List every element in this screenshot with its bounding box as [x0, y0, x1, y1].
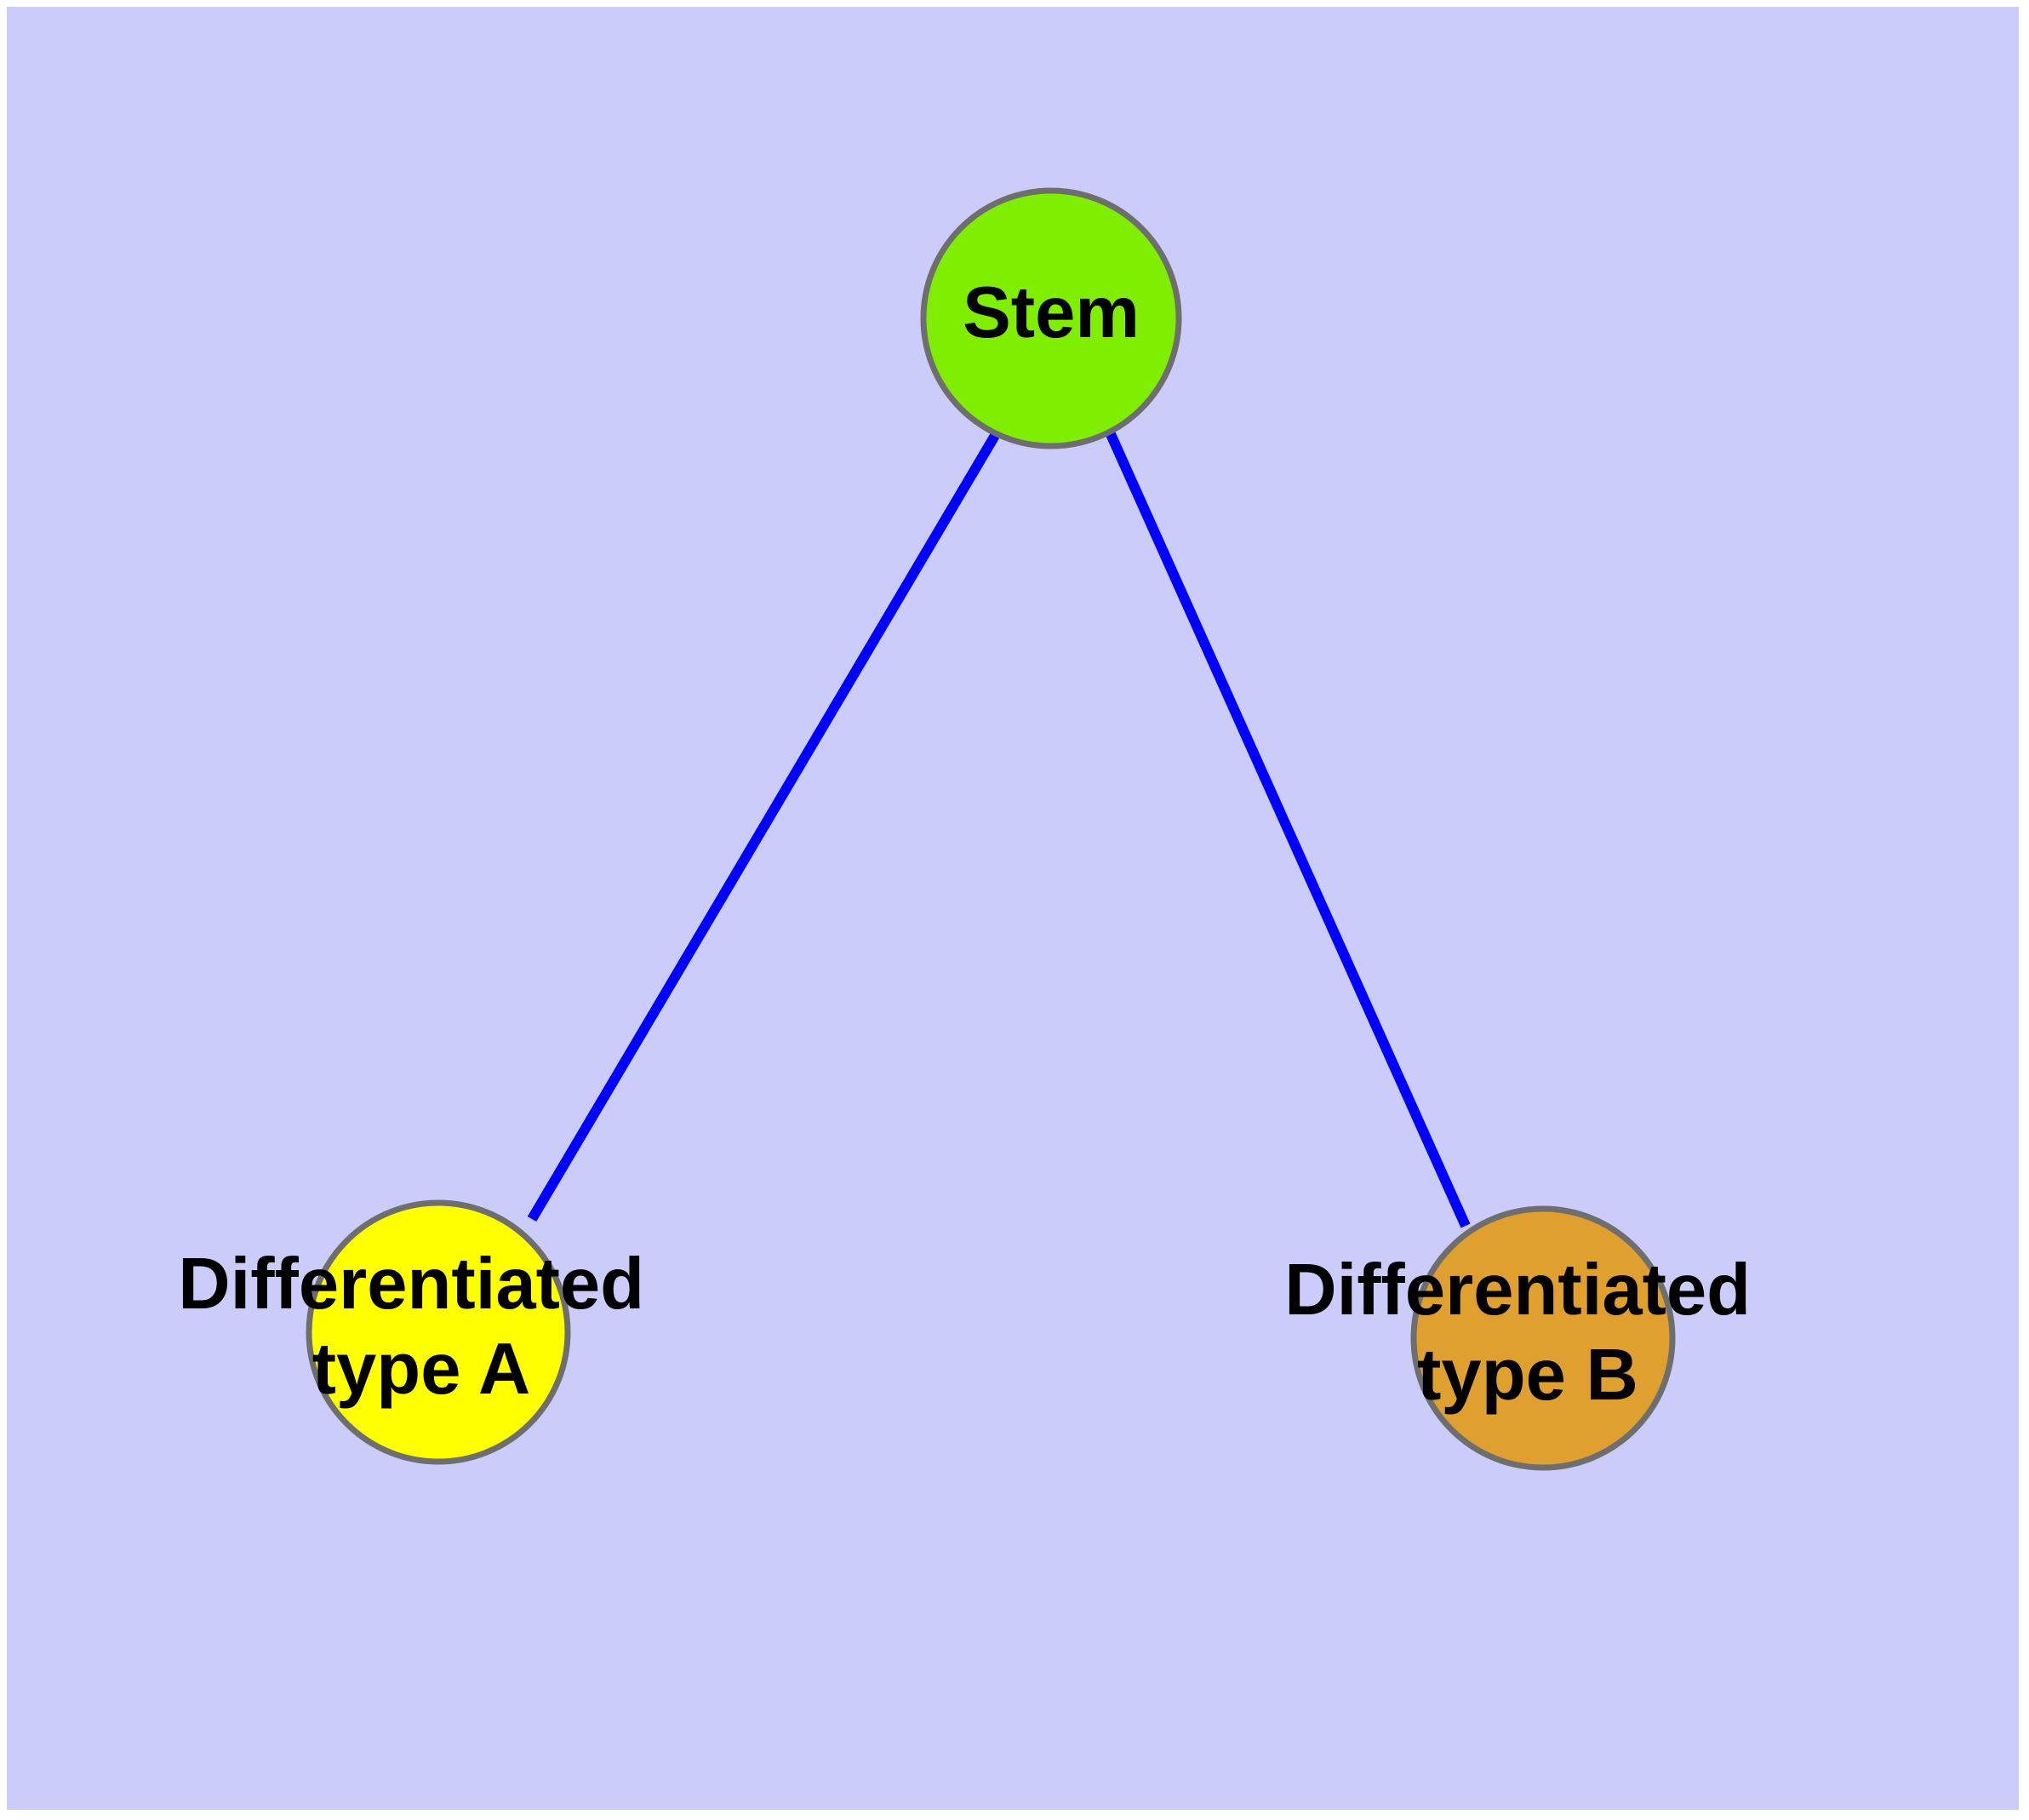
nodes-layer — [306, 187, 1676, 1471]
node-differentiated-type-a[interactable] — [306, 1199, 571, 1465]
node-stem[interactable] — [920, 187, 1182, 449]
node-differentiated-type-b[interactable] — [1410, 1205, 1676, 1471]
node-label-diff-a-line2: type A — [312, 1330, 531, 1411]
edge-stem-to-diff-a[interactable] — [527, 431, 1001, 1222]
node-label-differentiated-type-a: Differentiated type A — [178, 1244, 664, 1410]
labels-layer: Stem Differentiated type A Differentiate… — [178, 272, 1770, 1416]
node-label-stem-line1: Stem — [963, 272, 1140, 353]
node-label-diff-b-line1: Differentiated — [1284, 1250, 1751, 1331]
node-label-stem: Stem — [963, 272, 1140, 353]
node-label-diff-b-line2: type B — [1417, 1336, 1638, 1417]
node-label-diff-a-line1: Differentiated — [178, 1244, 644, 1325]
edge-stem-to-diff-b[interactable] — [1106, 432, 1471, 1228]
node-label-differentiated-type-b: Differentiated type B — [1284, 1250, 1770, 1416]
edges-layer — [527, 431, 1471, 1228]
